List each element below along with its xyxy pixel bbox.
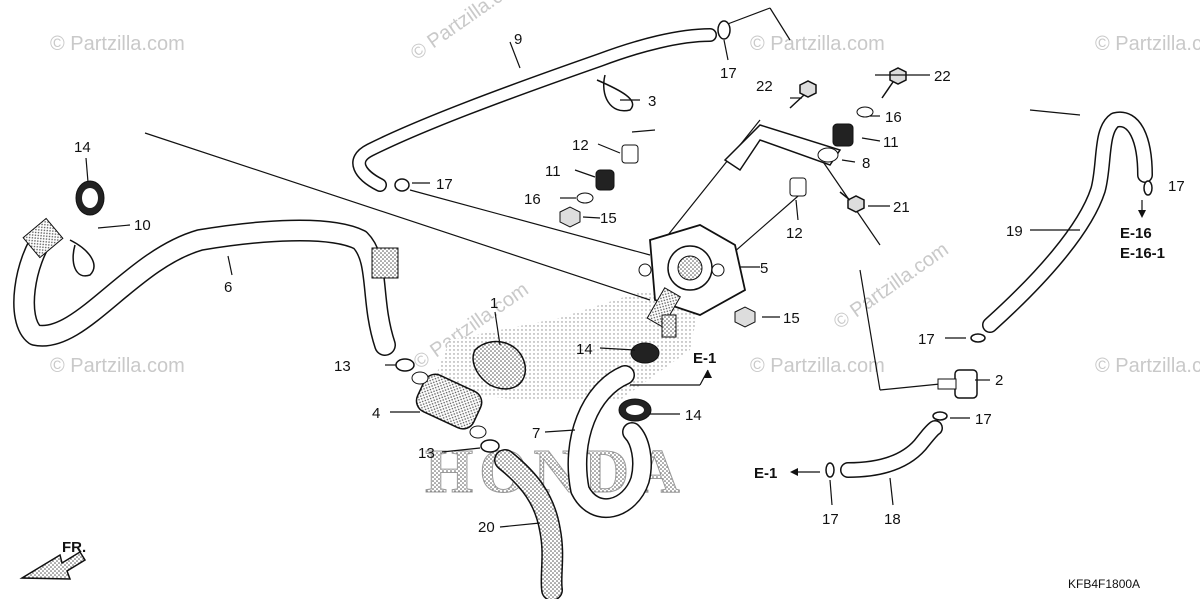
ref-e16-1: E-16-1 — [1120, 245, 1165, 262]
callout-4: 4 — [372, 405, 380, 422]
direction-label: FR. — [62, 539, 86, 556]
callout-12-right: 12 — [786, 225, 803, 242]
hose-6 — [13, 217, 399, 356]
callout-12-left: 12 — [572, 137, 589, 154]
callout-8: 8 — [862, 155, 870, 172]
callout-14-left: 14 — [74, 139, 91, 156]
nut-15 — [734, 306, 756, 328]
callout-7: 7 — [532, 425, 540, 442]
grommet-11 — [832, 123, 854, 147]
direction-arrow: FR. — [19, 539, 86, 580]
boot-1 — [472, 340, 526, 390]
collar-12 — [789, 177, 807, 197]
arrow-e1-bottom — [790, 468, 798, 476]
callout-19: 19 — [1006, 223, 1023, 240]
clips-17 — [394, 20, 1153, 478]
watermark: © Partzilla.com — [750, 33, 885, 55]
callout-2: 2 — [995, 372, 1003, 389]
watermark: © Partzilla.com — [1095, 355, 1200, 377]
washer-16 — [576, 192, 594, 204]
callout-9: 9 — [514, 31, 522, 48]
watermark: © Partzilla.com — [407, 0, 530, 65]
ref-e1-top: E-1 — [693, 350, 716, 367]
callout-18: 18 — [884, 511, 901, 528]
clip-3 — [596, 74, 634, 112]
callout-17-right: 17 — [1168, 178, 1185, 195]
watermark: © Partzilla.com — [1095, 33, 1200, 55]
arrow-e16 — [1138, 210, 1146, 218]
callout-10: 10 — [134, 217, 151, 234]
callout-leaders — [85, 39, 1143, 528]
watermark: © Partzilla.com — [50, 355, 185, 377]
callout-20: 20 — [478, 519, 495, 536]
hose-7 — [567, 365, 652, 518]
callout-17-left: 17 — [436, 176, 453, 193]
hose-20 — [494, 449, 564, 599]
callout-17-top: 17 — [720, 65, 737, 82]
ref-e1-bottom: E-1 — [754, 465, 777, 482]
filter-4 — [411, 371, 487, 439]
callout-13-bottom: 13 — [418, 445, 435, 462]
watermark: © Partzilla.com — [750, 355, 885, 377]
o-ring-13 — [480, 439, 500, 453]
callout-16-right: 16 — [885, 109, 902, 126]
callout-17-mid: 17 — [918, 331, 935, 348]
nut-15 — [559, 206, 581, 228]
clamp-14-center — [618, 342, 660, 422]
callout-3: 3 — [648, 93, 656, 110]
hose-9 — [352, 28, 717, 192]
collar-12 — [621, 144, 639, 164]
callout-11-left: 11 — [545, 163, 561, 180]
callout-16-left: 16 — [524, 191, 541, 208]
washer-16 — [856, 106, 874, 118]
ref-e16: E-16 — [1120, 225, 1152, 242]
callout-15-left: 15 — [600, 210, 617, 227]
callout-1: 1 — [490, 295, 498, 312]
references: E-1 E-1 E-16 E-16-1 — [693, 225, 1165, 482]
valve-5 — [638, 224, 747, 338]
callout-11-right: 11 — [883, 134, 899, 151]
callout-15-right: 15 — [783, 310, 800, 327]
callout-5: 5 — [760, 260, 768, 277]
callout-22-left: 22 — [756, 78, 773, 95]
callout-21: 21 — [893, 199, 910, 216]
bolt-22 — [789, 80, 817, 109]
clamp-14-left — [75, 180, 105, 216]
callouts: 1 2 3 4 5 6 7 8 9 10 11 11 12 12 13 13 1… — [74, 31, 1185, 536]
bolt-22 — [881, 67, 907, 99]
bolt-21 — [839, 191, 865, 213]
o-ring-13 — [395, 358, 415, 372]
grommet-11 — [595, 169, 615, 191]
watermark: © Partzilla.com — [50, 33, 185, 55]
drawing-code: KFB4F1800A — [1068, 577, 1140, 591]
watermark: © Partzilla.com — [830, 238, 953, 333]
callout-17-bottom: 17 — [822, 511, 839, 528]
callout-6: 6 — [224, 279, 232, 296]
bracket-8 — [723, 124, 842, 172]
joint-2 — [937, 369, 978, 399]
callout-14-lower: 14 — [685, 407, 702, 424]
clip-10 — [69, 239, 95, 277]
arrow-e1-top — [704, 370, 712, 378]
callout-17-lower: 17 — [975, 411, 992, 428]
callout-14-center: 14 — [576, 341, 593, 358]
callout-22-right: 22 — [934, 68, 951, 85]
hardware — [559, 67, 907, 328]
hose-19 — [982, 111, 1153, 333]
callout-13-top: 13 — [334, 358, 351, 375]
hose-18 — [840, 420, 943, 478]
